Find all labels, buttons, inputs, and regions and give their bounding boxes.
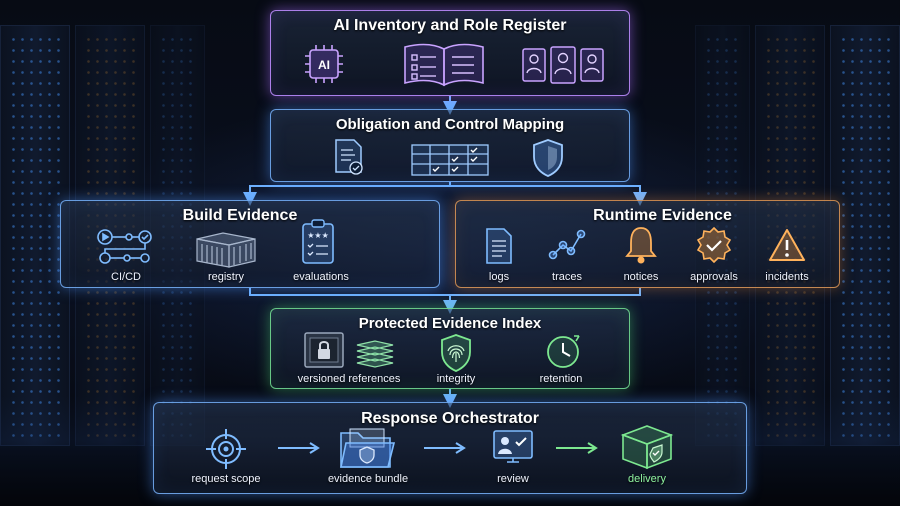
runtime-evidence-panel: Runtime Evidence logs traces notices app… [455, 200, 840, 288]
server-rack [0, 25, 70, 446]
document-check-icon [335, 139, 363, 175]
index-item-label: versioned references [297, 373, 401, 385]
ai-inventory-panel: AI Inventory and Role Register AI [270, 10, 630, 96]
stacked-records-icon [356, 340, 394, 368]
runtime-item-label: notices [623, 271, 659, 283]
runtime-item-label: approvals [690, 271, 738, 283]
protected-index-panel: Protected Evidence Index versioned refer… [270, 308, 630, 389]
build-evidence-panel: Build Evidence CI/CD registry ★★★ evalua… [60, 200, 440, 288]
index-item-label: integrity [436, 373, 476, 385]
arrow-mapping-to-runtime [450, 185, 647, 206]
target-scope-icon [206, 429, 246, 469]
panel-title: Obligation and Control Mapping [335, 116, 565, 133]
build-item-label: evaluations [293, 271, 349, 283]
orchestrator-item-label: request scope [191, 473, 261, 485]
server-rack [830, 25, 900, 446]
role-cards-icon [522, 46, 604, 84]
merge-evidence-line [249, 288, 641, 296]
control-grid-icon [411, 144, 489, 176]
panel-title: AI Inventory and Role Register [333, 17, 567, 34]
build-item-label: registry [207, 271, 245, 283]
flow-arrow-icon [556, 442, 598, 454]
response-orchestrator-panel: Response Orchestrator request scope evid… [153, 402, 747, 494]
delivery-box-icon [620, 425, 674, 470]
ai-chip-icon: AI [305, 45, 343, 83]
runtime-item-label: incidents [765, 271, 809, 283]
arrow-mapping-to-build [243, 182, 451, 206]
panel-title: Protected Evidence Index [358, 315, 542, 332]
chip-text: AI [318, 58, 330, 72]
index-item-label: retention [539, 373, 583, 385]
orchestrator-item-label: review [497, 473, 529, 485]
obligation-mapping-panel: Obligation and Control Mapping [270, 109, 630, 182]
safe-vault-icon [304, 332, 344, 368]
svg-text:★★★: ★★★ [307, 231, 329, 240]
flow-arrow-icon [278, 442, 320, 454]
flow-arrow-icon [424, 442, 466, 454]
runtime-item-label: logs [488, 271, 510, 283]
panel-title: Build Evidence [182, 207, 298, 224]
log-file-icon [486, 228, 512, 264]
container-registry-icon [196, 232, 256, 268]
approval-seal-icon [696, 226, 732, 264]
runtime-item-label: traces [552, 271, 582, 283]
evidence-folder-icon [340, 428, 396, 468]
open-book-icon [404, 43, 484, 87]
shield-icon [533, 139, 563, 177]
warning-icon [769, 229, 805, 261]
pipeline-icon [97, 229, 152, 264]
panel-title: Response Orchestrator [361, 410, 539, 427]
orchestrator-item-label: evidence bundle [327, 473, 409, 485]
review-monitor-icon [493, 430, 533, 463]
orchestrator-item-label: delivery [628, 473, 666, 485]
retention-clock-icon [547, 335, 580, 368]
fingerprint-shield-icon [441, 334, 471, 372]
build-item-label: CI/CD [111, 271, 141, 283]
evaluation-checklist-icon: ★★★ [302, 219, 334, 264]
bell-icon [625, 227, 657, 264]
trace-graph-icon [548, 229, 586, 260]
panel-title: Runtime Evidence [593, 207, 732, 224]
